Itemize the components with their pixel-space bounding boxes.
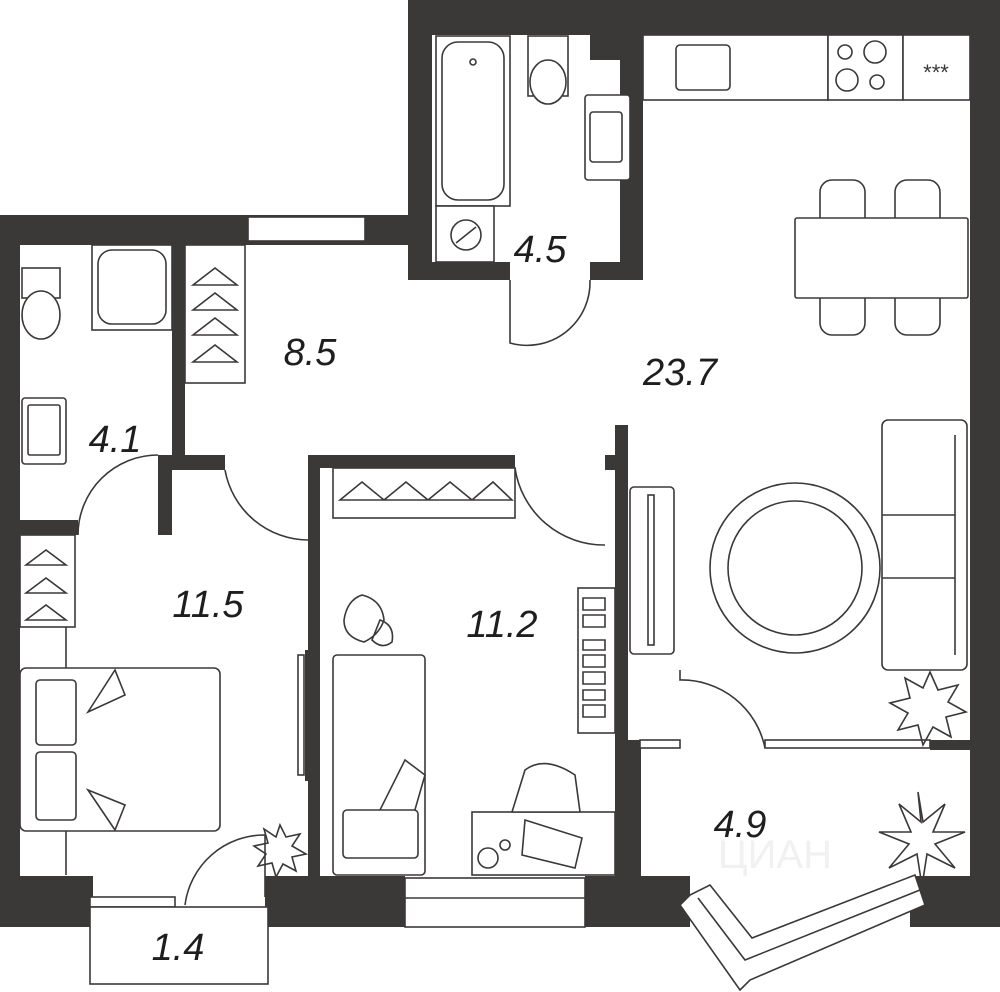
room-area-kids-room: 11.2 bbox=[466, 604, 537, 646]
dining-table bbox=[794, 217, 969, 299]
bookshelf bbox=[577, 587, 616, 734]
bathroom-fixtures bbox=[435, 35, 631, 263]
pillow bbox=[35, 751, 77, 821]
plant-icon bbox=[878, 791, 966, 887]
toilet-icon bbox=[529, 59, 567, 105]
bedroom-furniture bbox=[19, 534, 309, 880]
fridge-symbol: *** bbox=[923, 60, 949, 85]
kitchen-furniture: *** bbox=[642, 34, 971, 336]
toilet-icon bbox=[21, 290, 61, 340]
sink-icon bbox=[27, 404, 61, 456]
fridge-icon bbox=[902, 34, 971, 101]
room-area-bedroom: 11.5 bbox=[172, 584, 244, 626]
sofa bbox=[881, 419, 968, 671]
wardrobe bbox=[332, 467, 516, 519]
room-area-balcony: 1.4 bbox=[152, 927, 205, 969]
walls bbox=[0, 0, 1000, 927]
doors bbox=[77, 279, 766, 906]
plant-icon bbox=[343, 594, 394, 647]
living-furniture bbox=[629, 419, 969, 748]
plant-icon bbox=[251, 822, 309, 880]
watermark: ЦИАН bbox=[718, 833, 832, 877]
laptop bbox=[521, 818, 583, 869]
sink-icon bbox=[589, 111, 623, 163]
kids-room-furniture bbox=[332, 467, 616, 876]
windows bbox=[89, 216, 931, 992]
room-area-hallway: 8.5 bbox=[284, 332, 338, 374]
room-area-wc: 4.1 bbox=[89, 419, 142, 461]
room-area-labels: 4.5 8.5 23.7 4.1 11.5 11.2 4.9 1.4 bbox=[89, 229, 767, 969]
pillow bbox=[342, 809, 419, 859]
stove-icon bbox=[827, 34, 904, 101]
room-area-bathroom: 4.5 bbox=[514, 229, 568, 271]
pillow bbox=[35, 679, 77, 746]
wc-fixtures bbox=[21, 244, 173, 465]
balcony-outline bbox=[89, 906, 269, 985]
room-area-loggia: 4.9 bbox=[714, 804, 767, 846]
kitchen-sink-icon bbox=[675, 44, 731, 91]
chair bbox=[510, 762, 581, 813]
round-rug bbox=[709, 482, 881, 654]
room-area-kitchen-living: 23.7 bbox=[642, 352, 719, 394]
shower-tray-icon bbox=[97, 249, 167, 325]
tv-stand bbox=[629, 486, 675, 655]
hallway-wardrobe bbox=[184, 244, 246, 384]
plant-icon bbox=[887, 670, 969, 748]
